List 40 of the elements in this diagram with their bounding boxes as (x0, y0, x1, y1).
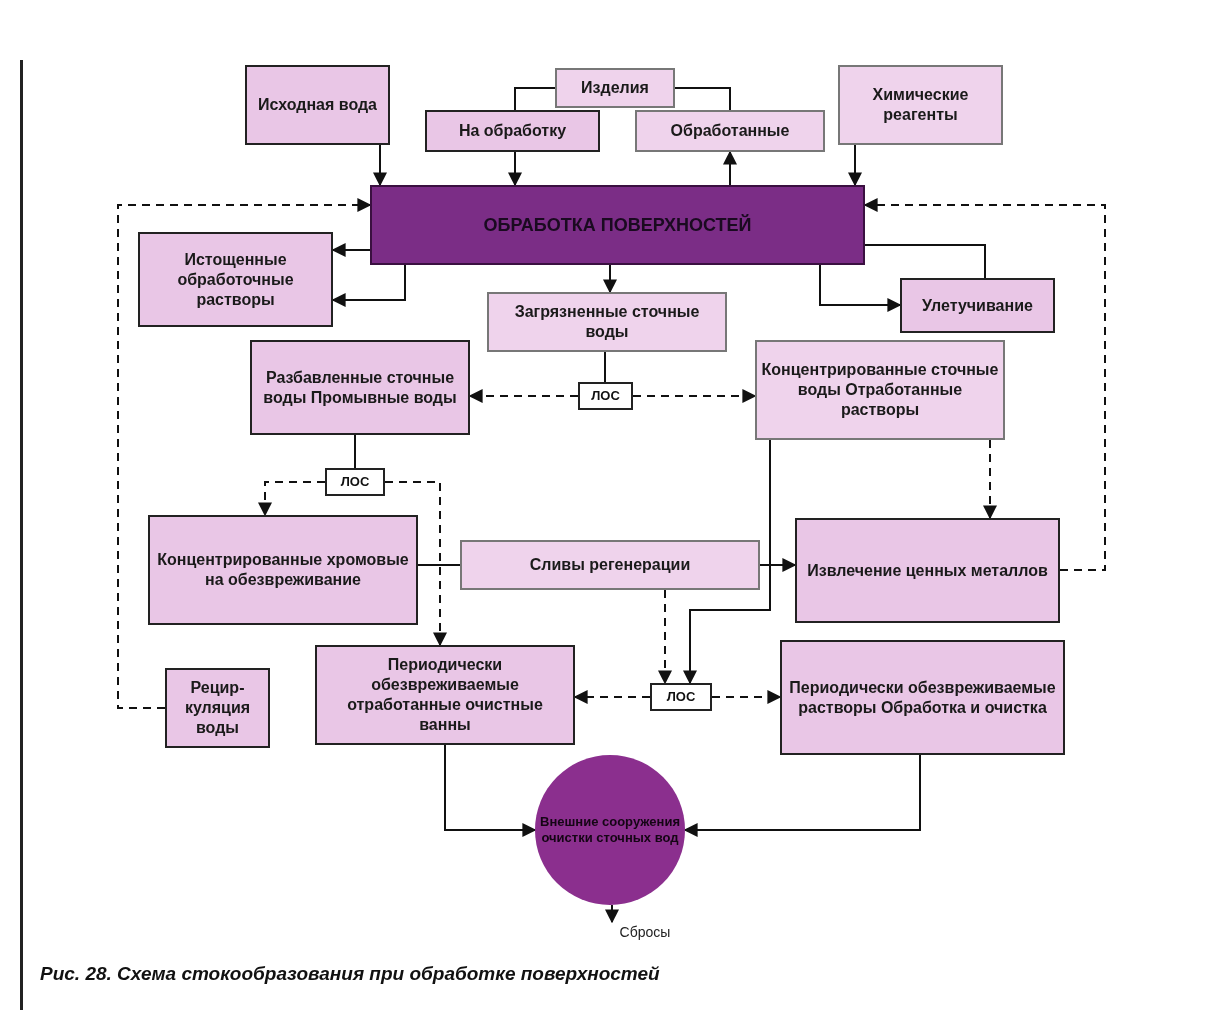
process-box: Исходная вода (245, 65, 390, 145)
connector-arrow (605, 904, 619, 924)
connector-arrow (683, 439, 771, 685)
connector-arrow (258, 481, 326, 517)
process-box: Концентрированные сточные воды Отработанные растворы (755, 340, 1005, 440)
connector-arrow (444, 744, 537, 837)
process-box: Извлечение ценных металлов (795, 518, 1060, 623)
process-box: Сливы регенерации (460, 540, 760, 590)
process-box: Изделия (555, 68, 675, 108)
connector-arrow (983, 439, 997, 520)
treatment-box: ЛОС (650, 683, 712, 711)
process-box: Концентрированные хромовые на обезвреживание (148, 515, 418, 625)
process-box: Улетучивание (900, 278, 1055, 333)
connector-arrow (711, 690, 782, 704)
process-box: Истощенные обработочные растворы (138, 232, 333, 327)
connector-arrow (384, 481, 447, 647)
connector-arrow (632, 389, 757, 403)
connector-arrow (508, 151, 522, 187)
connector-arrow (658, 589, 672, 685)
connector-arrow (373, 144, 387, 187)
treatment-box: ЛОС (578, 382, 633, 410)
treatment-box: ЛОС (325, 468, 385, 496)
process-box: Обработанные (635, 110, 825, 152)
connector-arrow (759, 558, 797, 572)
connector-arrow (819, 264, 902, 312)
connector-arrow (117, 198, 372, 709)
figure-caption: Рис. 28. Схема стокообразования при обработке поверхностей (40, 962, 660, 986)
connector-arrow (723, 150, 737, 186)
process-box: Рецир-куляция воды (165, 668, 270, 748)
process-box: Разбавленные сточные воды Промывные воды (250, 340, 470, 435)
connector-arrow (514, 87, 556, 111)
output-label: Сбросы (600, 922, 690, 944)
process-box: На обработку (425, 110, 600, 152)
process-box: Химические реагенты (838, 65, 1003, 145)
connector-arrow (848, 144, 862, 187)
process-box: Загрязненные сточные воды (487, 292, 727, 352)
connector-arrow (603, 264, 617, 294)
process-box: Периодически обезвреживаемые растворы Обработка и очистка (780, 640, 1065, 755)
process-box: ОБРАБОТКА ПОВЕРХНОСТЕЙ (370, 185, 865, 265)
process-box: Периодически обезвреживаемые отработанные очистные ванны (315, 645, 575, 745)
